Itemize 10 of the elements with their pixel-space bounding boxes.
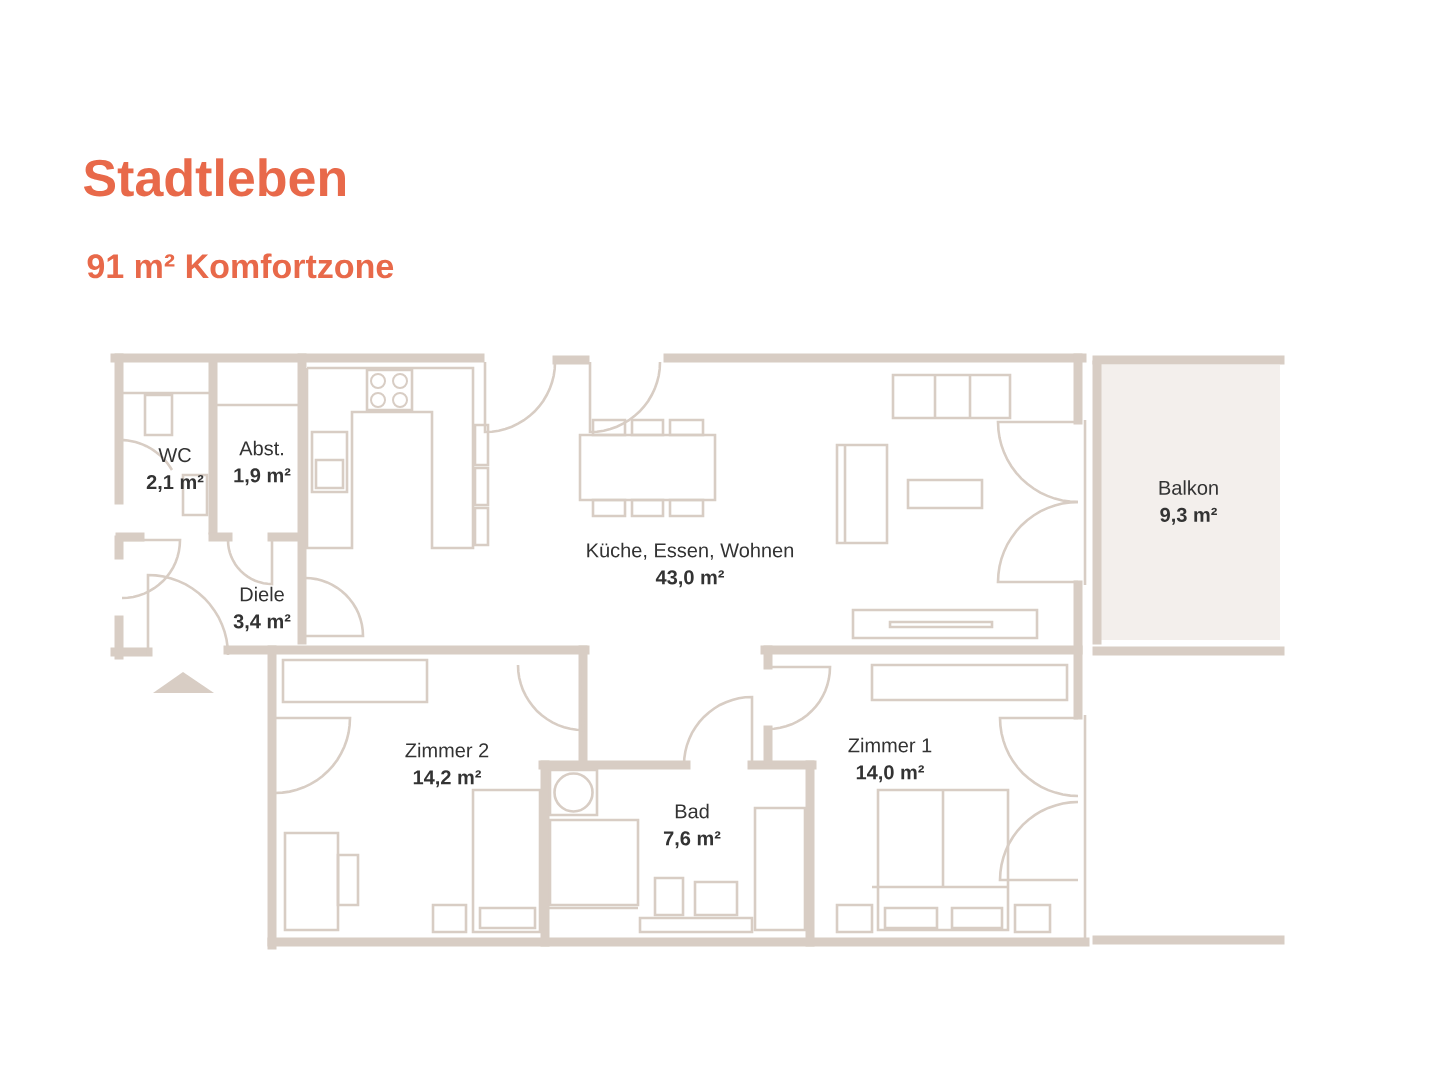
room-label: Abst. 1,9 m² — [234, 440, 291, 486]
room-label: WC 2,1 m² — [146, 448, 204, 493]
room-label: Zimmer 1 14,0 m² — [848, 737, 932, 783]
subtitle: 91 m² Komfortzone — [87, 253, 394, 279]
room-label: Zimmer 2 14,2 m² — [405, 742, 489, 788]
title: Stadtleben — [83, 158, 345, 197]
room-label: Diele 3,4 m² — [233, 586, 291, 632]
room-label: Bad 7,6 m² — [663, 803, 721, 849]
room-label: Küche, Essen, Wohnen 43,0 m² — [587, 542, 793, 588]
balcony-area: Balkon 9,3 m² — [1159, 480, 1218, 525]
